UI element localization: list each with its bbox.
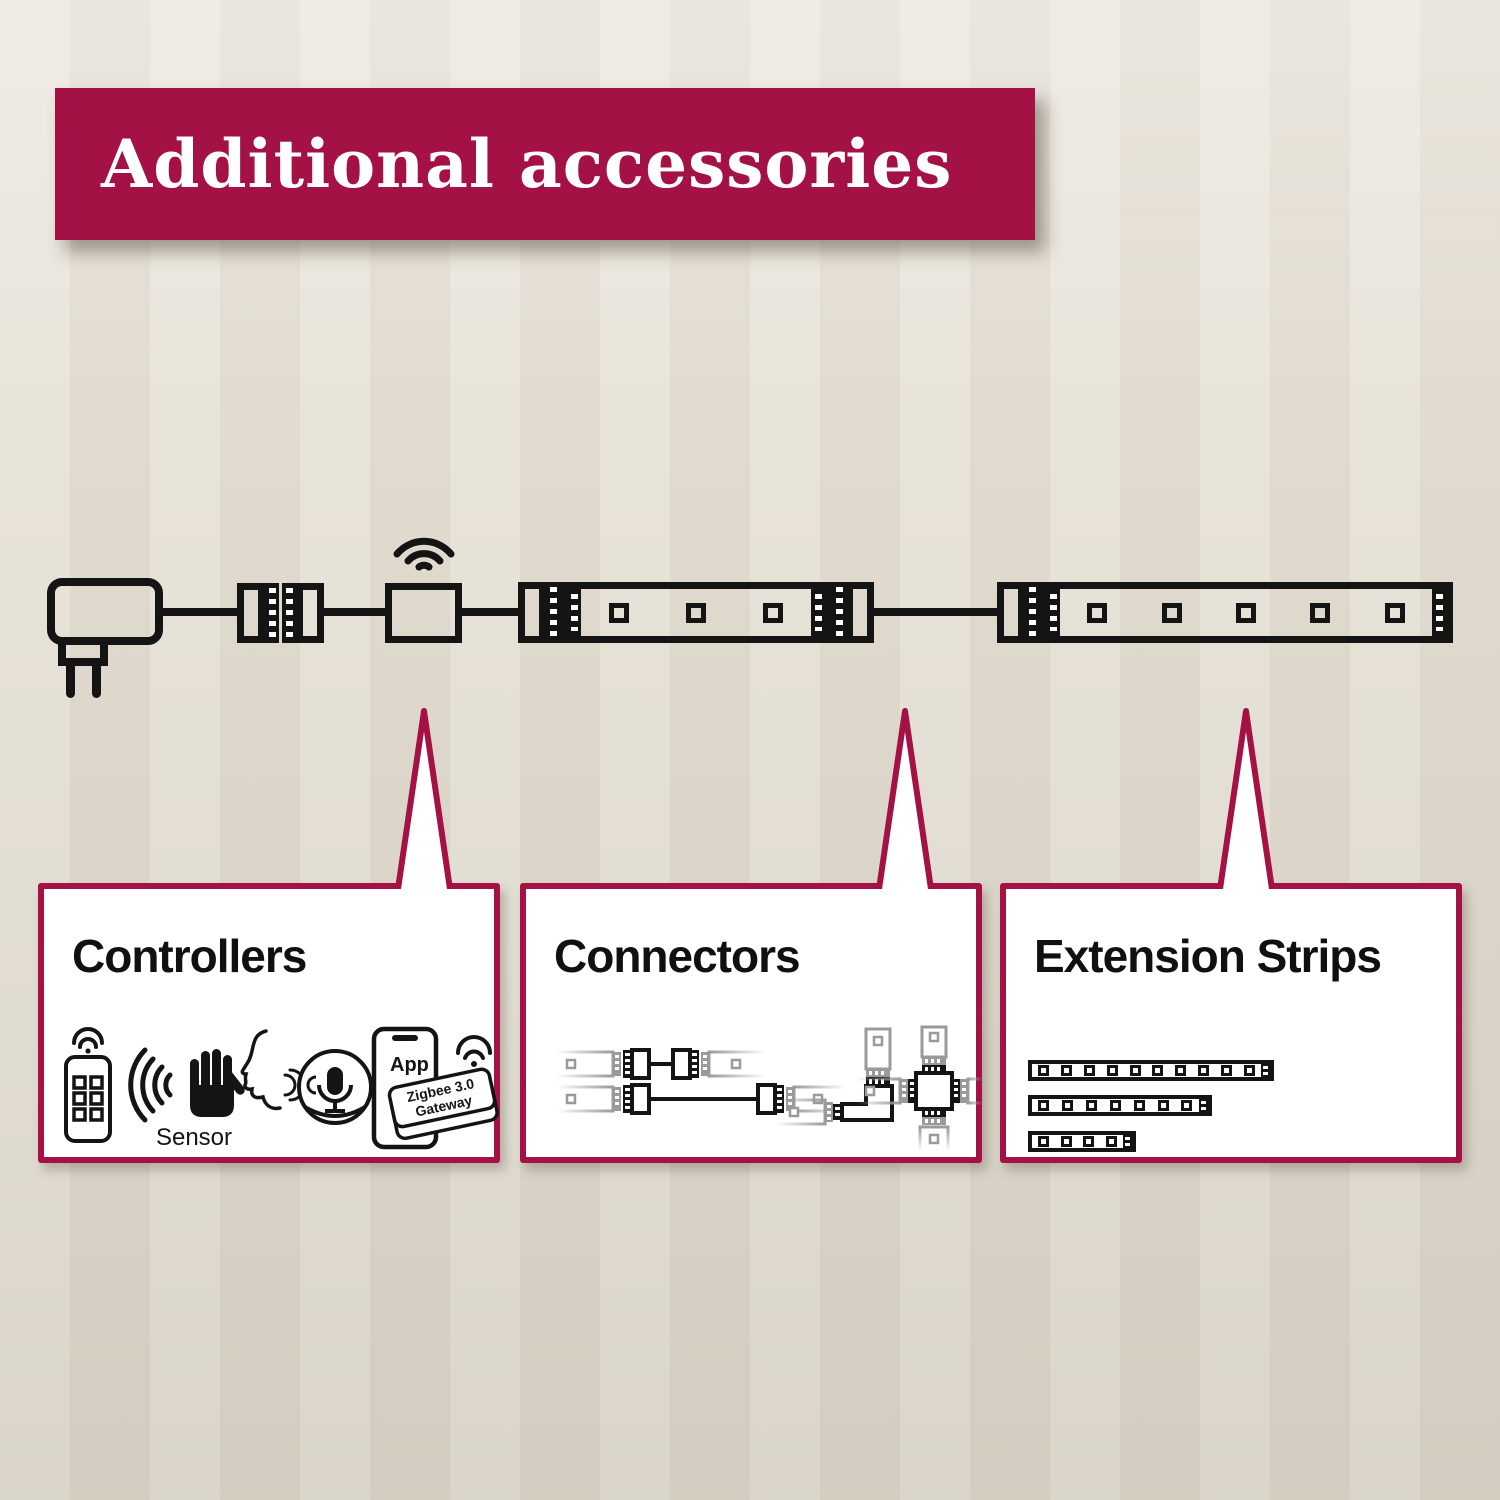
callout-title: Controllers [72,930,307,982]
led-square [1060,1136,1072,1147]
extension-strip-icon [1028,1060,1274,1081]
connector-housing [518,582,546,643]
strip-pads [1432,589,1446,636]
cable-segment [322,608,387,616]
led-square [1062,1100,1074,1111]
power-plug-icon [47,578,163,645]
callout-connectors: Connectors [520,883,986,1163]
sensor-label: Sensor [156,1124,232,1151]
strip-led-row [1060,589,1432,636]
motion-sensor-icon: Sensor [128,1047,245,1151]
controllers-icons: Sensor [64,1026,499,1151]
strip-pads [1046,589,1060,636]
led-square [1086,1100,1098,1111]
led-square [1083,1136,1095,1147]
led-square [1384,602,1405,623]
strip-pads [567,589,581,636]
led-square [1310,602,1331,623]
led-square [1133,1100,1145,1111]
power-plug-base [58,643,108,666]
app-gateway-icon: App Zigbee 3.0 Gateway [371,1026,499,1150]
connector-pins [832,582,846,643]
callout-pointer [1217,708,1275,889]
strip-pads [1199,1099,1208,1112]
led-square [1157,1100,1169,1111]
led-square [1243,1065,1255,1076]
corner-connector-icon [774,1027,894,1126]
led-square [1152,1065,1164,1076]
callout-pointer [395,708,453,889]
connector-pins [1025,582,1039,643]
led-square [1221,1065,1233,1076]
led-square [1038,1100,1050,1111]
extension-strip-icon [1028,1095,1212,1116]
strip-pads [1261,1064,1270,1077]
extension-strip-icon [1028,1131,1136,1152]
extension-cable [872,608,999,616]
plug-connector-icon [237,583,324,643]
voice-assistant-icon [240,1029,373,1125]
strip-led-row [1032,1099,1199,1112]
remote-control-icon [64,1027,112,1143]
led-square [1129,1065,1141,1076]
title-banner: Additional accessories [55,88,1035,240]
cable-segment [460,608,520,616]
callout-extension-strips: Extension Strips [1000,883,1462,1163]
callout-pointer [876,708,934,889]
strip-led-row [1032,1135,1123,1148]
connector-pins [282,583,296,643]
connector-housing [997,582,1025,643]
led-square [762,602,783,623]
connector-pins [546,582,560,643]
plug-prong [66,664,75,698]
led-square [609,602,630,623]
led-square [1106,1136,1118,1147]
strip-body [560,582,832,643]
connectors-icons [554,1025,986,1153]
led-square [1175,1065,1187,1076]
plug-prong [92,664,101,698]
strip-body [1039,582,1453,643]
callout-controllers: Controllers [38,883,500,1163]
led-square [685,602,706,623]
cross-connector-icon [854,1025,986,1153]
connector-pins [265,583,279,643]
strip-led-row [581,589,811,636]
connector-housing [237,583,265,643]
led-strip-icon [997,582,1453,643]
strip-led-row [1032,1064,1261,1077]
strip-pads [1123,1135,1132,1148]
cable-segment [161,608,239,616]
led-square [1181,1100,1193,1111]
led-square [1037,1065,1049,1076]
led-square [1161,602,1182,623]
led-square [1060,1065,1072,1076]
led-square [1106,1065,1118,1076]
led-strip-icon [518,582,874,643]
zigbee-gateway-icon: Zigbee 3.0 Gateway [387,1067,499,1141]
page-title: Additional accessories [101,125,953,203]
led-square [1109,1100,1121,1111]
wifi-icon [393,537,455,571]
connector-housing [846,582,874,643]
wifi-controller-icon [385,583,462,643]
led-square [1198,1065,1210,1076]
straight-connector-short-icon [554,1048,768,1080]
callout-title: Connectors [554,930,801,982]
led-square [1235,602,1256,623]
wifi-icon [456,1035,492,1067]
app-label: App [390,1054,429,1076]
callout-title: Extension Strips [1034,930,1382,982]
connector-housing [296,583,324,643]
led-square [1083,1065,1095,1076]
led-square [1087,602,1108,623]
led-square [1037,1136,1049,1147]
strip-pads [811,589,825,636]
microphone-icon [306,1067,353,1113]
